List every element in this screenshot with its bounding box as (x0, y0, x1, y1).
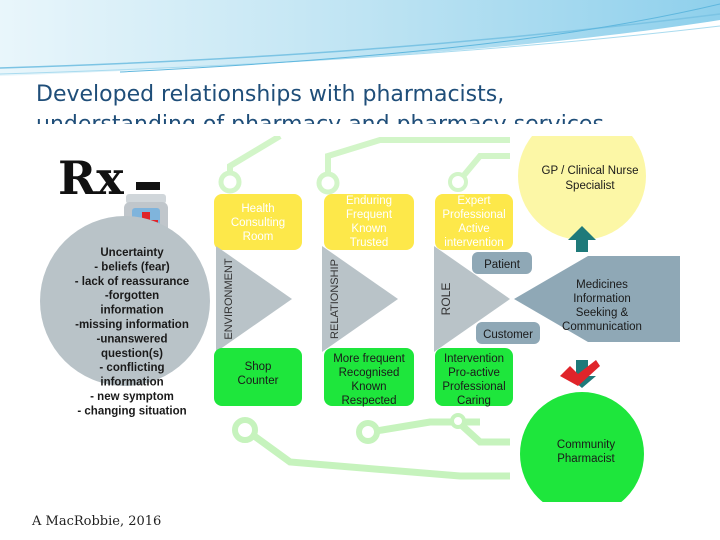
connector-node (316, 171, 340, 195)
top-box-line: Known (351, 223, 386, 235)
bottom-box-line: Shop (245, 361, 272, 373)
gp-line: Specialist (565, 180, 615, 192)
patient-label: Patient (484, 259, 521, 271)
patient-box (472, 252, 532, 274)
uncertainty-line: -missing information (75, 319, 189, 331)
top-box-line: Trusted (350, 237, 389, 249)
uncertainty-line: Uncertainty (100, 247, 164, 259)
role-arrow (434, 246, 510, 352)
bottom-box-line: Caring (457, 395, 491, 407)
health-consulting-room-box (214, 194, 302, 250)
shop-counter-box (214, 348, 302, 406)
rx-symbol: Rx (58, 151, 124, 205)
relationship-arrow (322, 246, 398, 352)
gp-line: GP / Clinical Nurse (542, 165, 639, 177)
medicines-line: Seeking & (576, 307, 629, 319)
top-box-line: Room (243, 231, 274, 243)
slide-title: Developed relationships with pharmacists… (36, 80, 696, 124)
gp-nurse-circle (518, 136, 646, 240)
uncertainty-line: -forgotten (105, 290, 159, 302)
top-box-line: Professional (442, 209, 505, 221)
uncertainty-circle (40, 216, 210, 386)
top-box-line: Enduring (346, 195, 392, 207)
uncertainty-line: question(s) (101, 348, 163, 360)
rx-dash (136, 182, 160, 190)
uncertainty-text: Uncertainty - beliefs (fear) - lack of rea… (75, 247, 189, 417)
uncertainty-line: - lack of reassurance (75, 276, 189, 288)
connector-node (356, 420, 380, 444)
top-box-line: intervention (444, 237, 503, 249)
relationship-label: RELATIONSHIP (329, 259, 341, 339)
top-box-line: Health (241, 203, 274, 215)
medicines-line: Information (573, 293, 631, 305)
customer-box (476, 322, 540, 344)
bottom-box-line: Recognised (339, 367, 400, 379)
top-box-line: Frequent (346, 209, 393, 221)
top-box-line: Expert (457, 195, 491, 207)
bottom-box-line: Respected (342, 395, 397, 407)
bottom-box-line: Known (351, 381, 386, 393)
title-line-2: understanding of pharmacy and pharmacy s… (36, 110, 696, 124)
header-wave (0, 0, 720, 76)
customer-label: Customer (483, 329, 533, 341)
connector-node (448, 172, 468, 192)
uncertainty-line: information (100, 377, 163, 389)
bottom-box-line: Counter (238, 375, 279, 387)
enduring-frequent-box (324, 194, 414, 250)
footer-credit: A MacRobbie, 2016 (32, 514, 162, 529)
environment-label: ENVIRONMENT (223, 258, 235, 340)
bottom-box-line: Professional (442, 381, 505, 393)
more-frequent-box (324, 348, 414, 406)
bottom-box-line: Intervention (444, 353, 504, 365)
connector-node (232, 417, 258, 443)
uncertainty-line: - beliefs (fear) (94, 261, 170, 273)
medicines-line: Medicines (576, 279, 628, 291)
up-arrow-icon (568, 226, 596, 252)
top-box-line: Active (458, 223, 489, 235)
uncertainty-line: information (100, 305, 163, 317)
bottom-box-line: Pro-active (448, 367, 500, 379)
red-tick-icon (560, 360, 600, 386)
uncertainty-line: - conflicting (99, 362, 164, 374)
community-line: Community (557, 439, 615, 451)
medicines-line: Communication (562, 321, 642, 333)
title-line-1: Developed relationships with pharmacists… (36, 82, 505, 107)
intervention-box (435, 348, 513, 406)
environment-arrow (216, 246, 292, 352)
connector-node (450, 413, 466, 429)
community-line: Pharmacist (557, 453, 615, 465)
community-pharmacist-circle (520, 392, 644, 502)
role-label: ROLE (439, 283, 453, 316)
expert-professional-box (435, 194, 513, 250)
uncertainty-line: -unanswered (97, 333, 168, 345)
medicines-information-diamond (514, 256, 680, 342)
uncertainty-line: - changing situation (77, 405, 186, 417)
connector-node (218, 170, 242, 194)
uncertainty-line: - new symptom (90, 391, 174, 403)
top-box-line: Consulting (231, 217, 285, 229)
pharmacy-relationship-diagram: Rx Uncertainty - beliefs (fear) - lack of … (40, 136, 720, 502)
bottom-box-line: More frequent (333, 353, 405, 365)
